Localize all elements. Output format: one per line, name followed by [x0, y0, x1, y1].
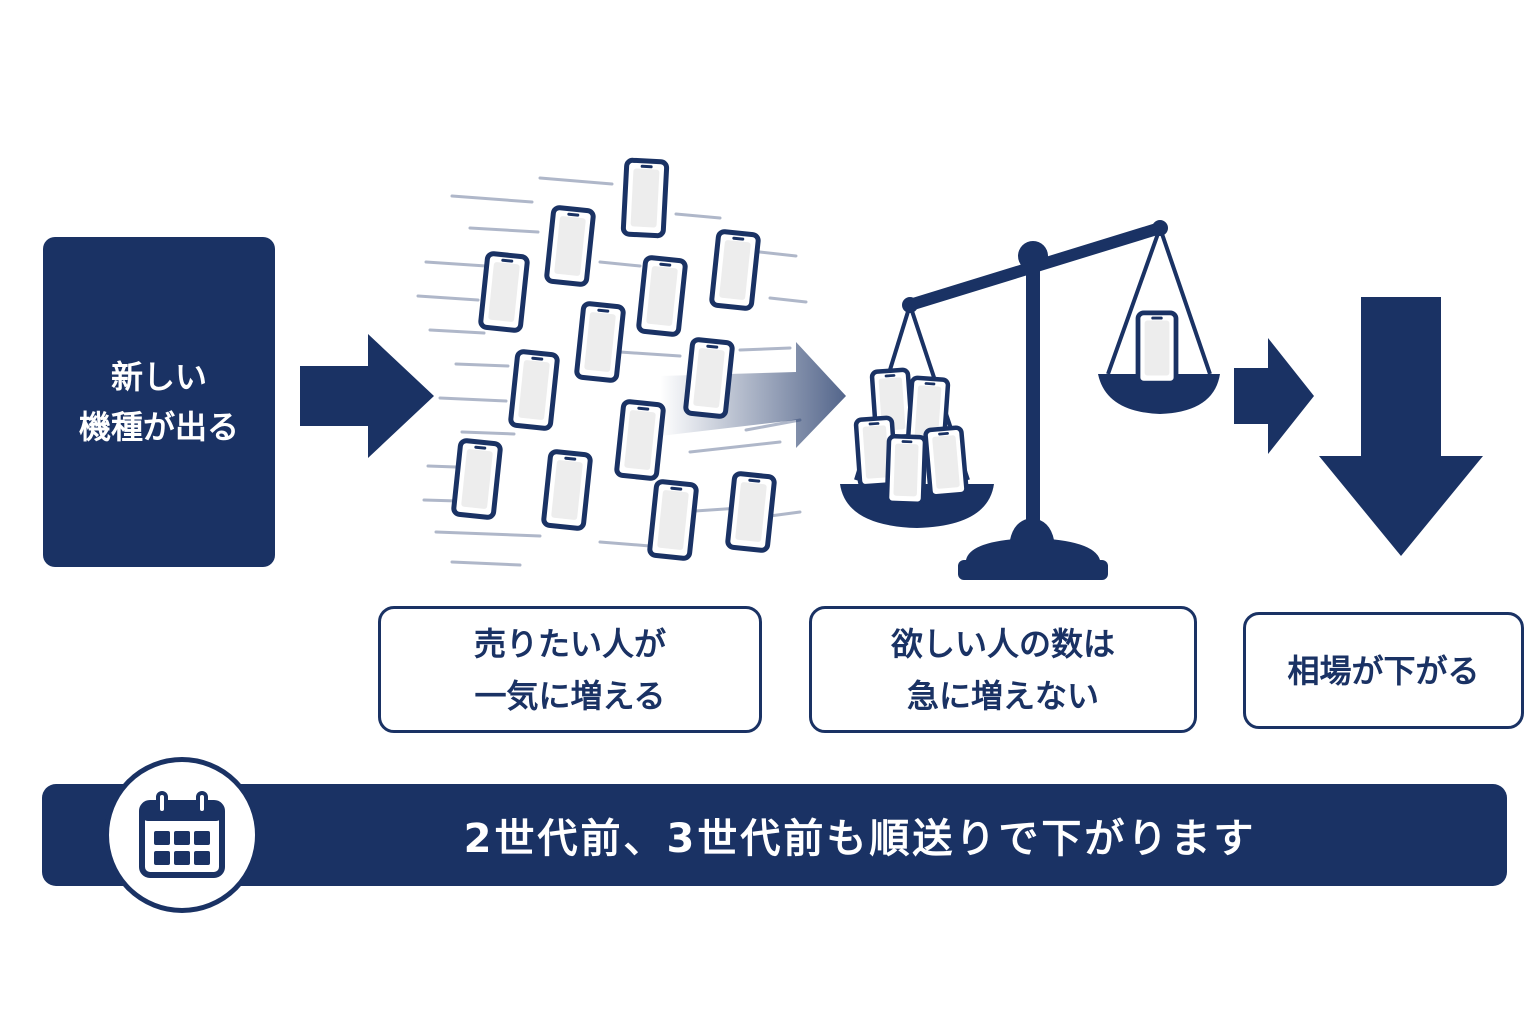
smartphone-icon [576, 303, 624, 381]
smartphone-icon [616, 401, 664, 479]
caption-line: 一気に増える [474, 676, 666, 715]
smartphone-icon [925, 427, 967, 496]
arrow-right-icon [1234, 338, 1314, 454]
flying-phones [453, 160, 775, 559]
caption-line: 売りたい人が [473, 624, 666, 663]
smartphone-icon [649, 481, 697, 559]
calendar-badge [104, 757, 260, 913]
caption-buyers-not-increase: 欲しい人の数は 急に増えない [809, 606, 1197, 733]
caption-sellers-increase: 売りたい人が 一気に増える [378, 606, 762, 733]
smartphone-icon [453, 440, 501, 518]
smartphone-icon [887, 436, 925, 504]
smartphone-icon [546, 207, 594, 285]
start-box-line-2: 機種が出る [78, 408, 239, 446]
arrow-right-icon [300, 334, 434, 458]
smartphone-icon [510, 351, 558, 429]
smartphone-icon [638, 257, 686, 335]
caption-line: 欲しい人の数は [890, 624, 1115, 663]
smartphone-icon [480, 253, 528, 331]
new-model-release-box: 新しい 機種が出る [43, 237, 275, 567]
caption-line: 相場が下がる [1287, 651, 1480, 690]
caption-price-drops: 相場が下がる [1243, 612, 1524, 729]
streak-arrow [660, 342, 846, 448]
arrow-down-icon [1319, 297, 1483, 556]
bottom-banner-text: 2世代前、3世代前も順送りで下がります [463, 816, 1257, 862]
smartphone-icon [727, 473, 775, 551]
balance-scale-icon [840, 220, 1220, 580]
caption-line: 急に増えない [906, 676, 1099, 715]
smartphone-icon [1138, 313, 1176, 383]
smartphone-icon [623, 160, 667, 236]
start-box-line-1: 新しい [110, 358, 207, 396]
calendar-icon [139, 791, 225, 878]
smartphone-icon [685, 339, 733, 417]
bottom-banner [42, 784, 1507, 886]
smartphone-icon [543, 451, 591, 529]
smartphone-icon [711, 231, 759, 309]
